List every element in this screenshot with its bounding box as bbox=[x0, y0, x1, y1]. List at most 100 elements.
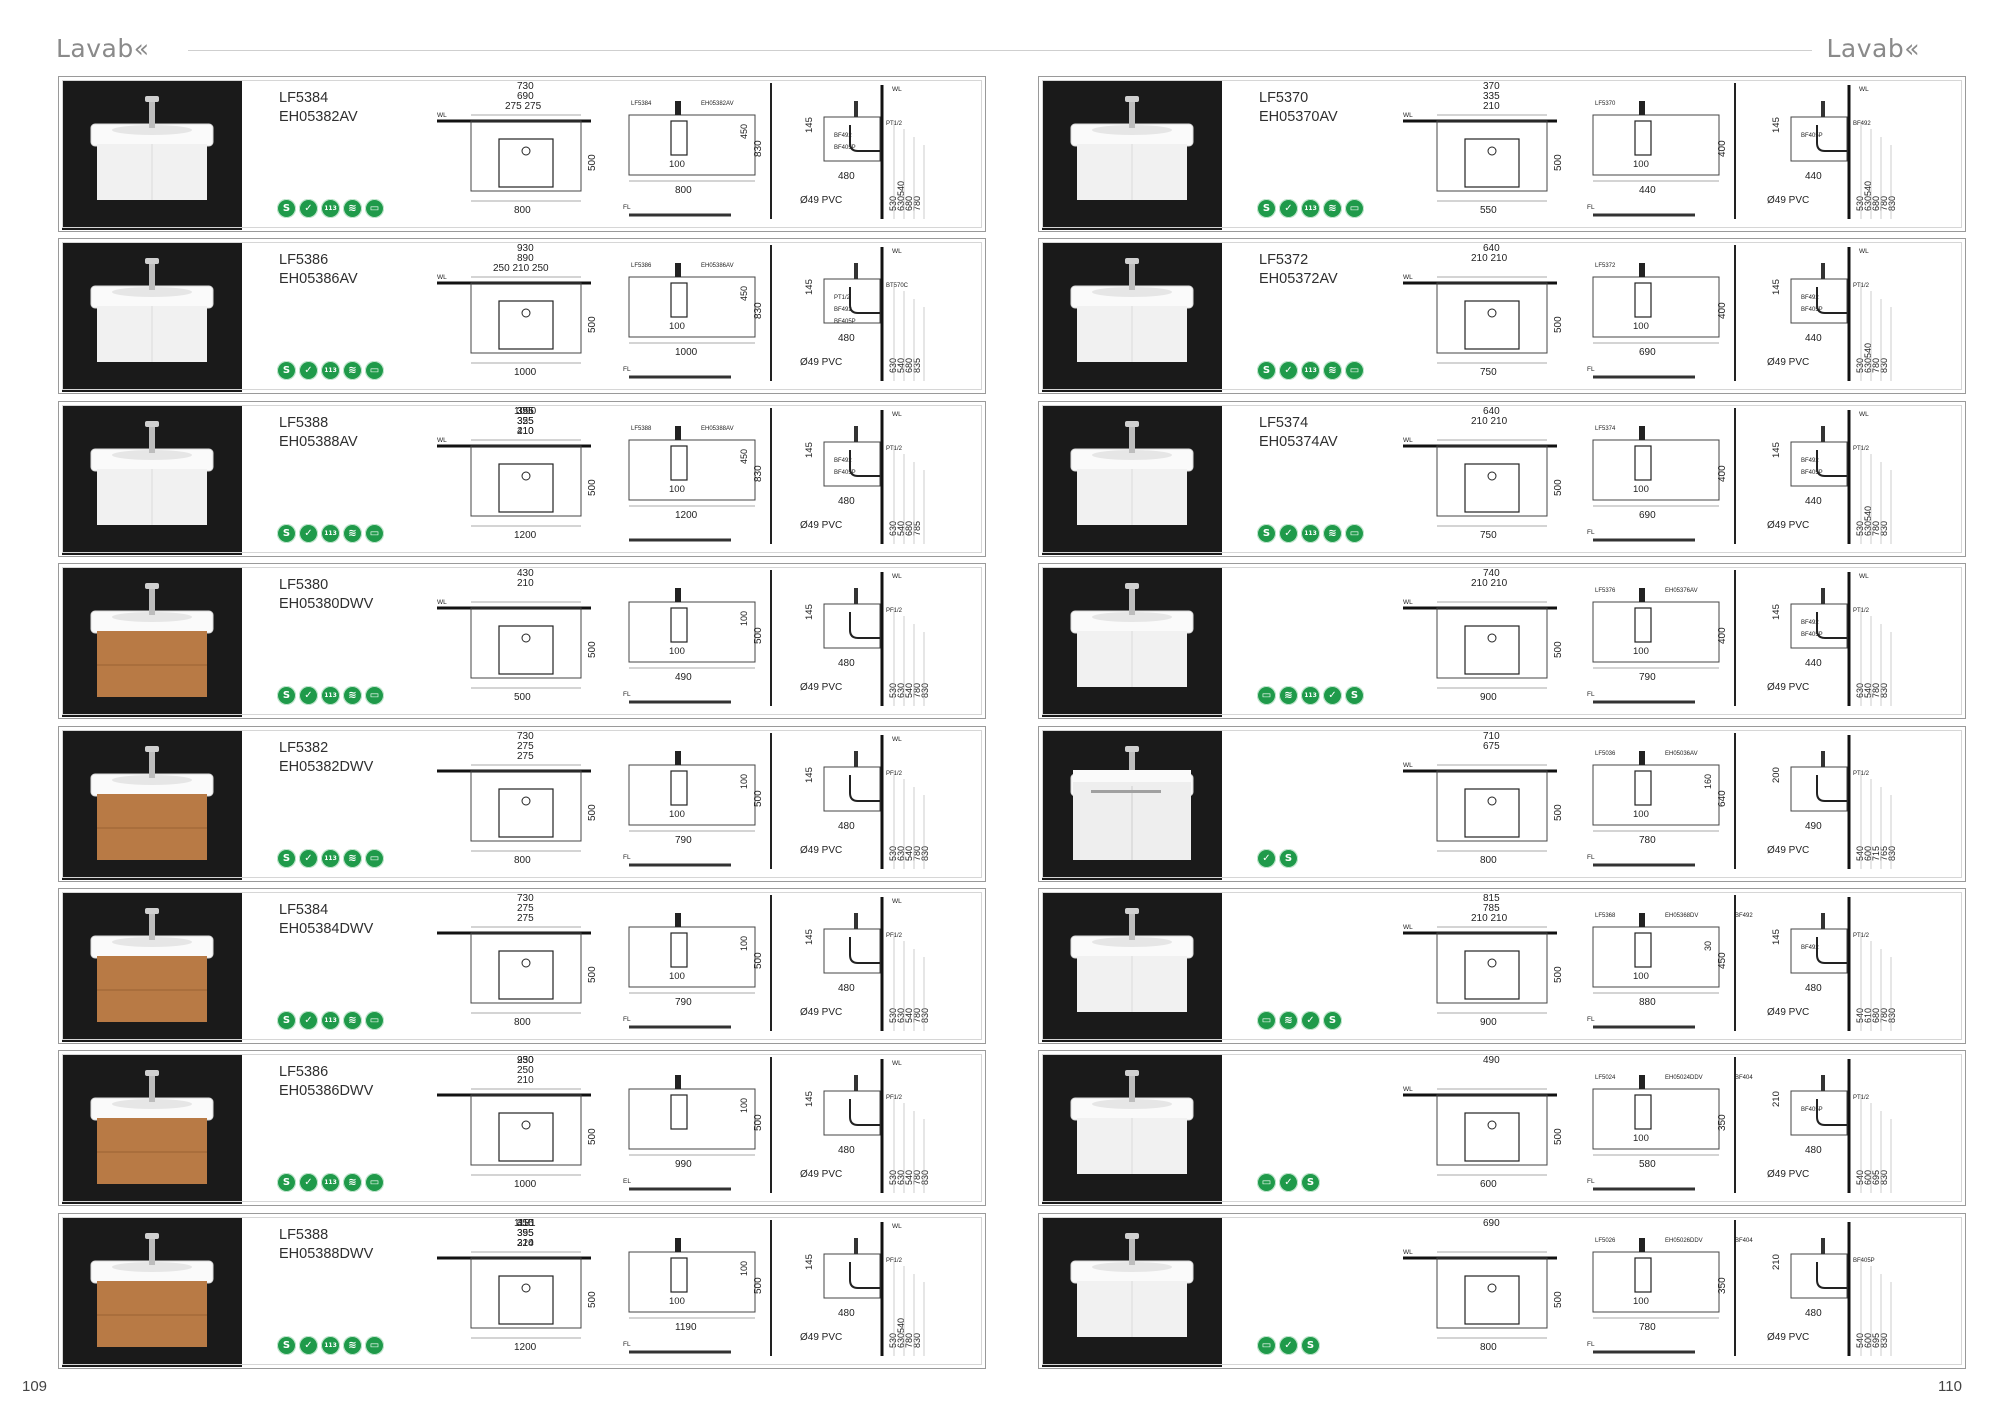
side-part-label: BF492 bbox=[1853, 121, 1871, 127]
siphon bbox=[1634, 932, 1652, 968]
side-part-label: BT570C bbox=[886, 283, 909, 289]
top-dimension: 210 bbox=[517, 1075, 534, 1086]
trap-pipe bbox=[1816, 1099, 1847, 1127]
faucet-handle bbox=[1125, 908, 1139, 914]
feature-badges: S✓113≋▭ bbox=[1257, 361, 1364, 381]
top-depth: 500 bbox=[587, 803, 598, 820]
product-code: EH05370AV bbox=[1259, 109, 1338, 125]
top-dimension: 675 bbox=[1483, 741, 1500, 752]
feature-badge-icon: ≋ bbox=[343, 523, 362, 543]
faucet-symbol bbox=[675, 101, 681, 115]
product-photo bbox=[1042, 729, 1222, 880]
side-top-dim: 145 bbox=[804, 767, 815, 783]
wl-label: WL bbox=[1859, 86, 1869, 93]
feature-badge-icon: S bbox=[1279, 848, 1298, 868]
pipe-spec: Ø49 PVC bbox=[1767, 682, 1809, 693]
feature-badge-icon: ✓ bbox=[1279, 361, 1298, 381]
pipe-spec: Ø49 PVC bbox=[800, 1007, 842, 1018]
faucet-symbol bbox=[1821, 1237, 1825, 1254]
feature-badge-icon: ▭ bbox=[365, 199, 384, 218]
front-part-label: LF5376 bbox=[1595, 588, 1616, 594]
feature-badge-icon: S bbox=[277, 1011, 296, 1030]
top-depth: 500 bbox=[1553, 641, 1564, 658]
faucet bbox=[149, 100, 155, 128]
fl-label: FL bbox=[1587, 691, 1595, 698]
top-dimension: 430 bbox=[517, 568, 534, 579]
side-part-label: PT1/2 bbox=[1853, 283, 1870, 289]
top-outline bbox=[1436, 770, 1548, 842]
side-top-dim: 145 bbox=[804, 442, 815, 458]
top-dimension: 275 bbox=[517, 903, 534, 914]
wl-label: WL bbox=[437, 112, 447, 119]
side-height: 600 bbox=[1863, 1170, 1873, 1185]
side-height: 530 bbox=[888, 1333, 898, 1348]
faucet-symbol bbox=[1639, 101, 1645, 115]
product-code: EH05388AV bbox=[279, 433, 358, 450]
front-part-label: LF5036 bbox=[1595, 751, 1616, 757]
side-depth: 480 bbox=[838, 1308, 855, 1319]
feature-badges: S✓113≋▭ bbox=[277, 1011, 384, 1030]
feature-badge-icon: ≋ bbox=[343, 1335, 362, 1355]
cabinet-outline bbox=[628, 1088, 756, 1150]
cabinet-side bbox=[823, 116, 881, 162]
side-height: 530 bbox=[888, 1170, 898, 1185]
side-height: 780 bbox=[1871, 683, 1881, 698]
front-height: 640 bbox=[1717, 789, 1728, 806]
faucet-symbol bbox=[1639, 750, 1645, 765]
top-dimension: 210 210 bbox=[1471, 578, 1508, 589]
side-height: 530 bbox=[888, 846, 898, 861]
product-code: LF5382 bbox=[279, 739, 329, 756]
top-dimension: 210 210 bbox=[1471, 416, 1508, 427]
side-part-label: PT1/2 bbox=[1853, 446, 1870, 452]
wl-label: WL bbox=[1859, 248, 1869, 255]
side-top-dim: 145 bbox=[804, 604, 815, 620]
drain-hole bbox=[521, 471, 531, 481]
trap-pipe bbox=[849, 449, 880, 477]
basin-bowl bbox=[112, 937, 192, 947]
wl-label: WL bbox=[1403, 437, 1413, 444]
front-height: 500 bbox=[753, 952, 764, 969]
drain-hole bbox=[1487, 796, 1497, 806]
product-photo bbox=[62, 729, 242, 880]
front-part-label: BF492 bbox=[1735, 913, 1753, 919]
side-height: 780 bbox=[912, 683, 922, 698]
cabinet-outline bbox=[628, 601, 756, 663]
side-top-dim: 145 bbox=[1771, 442, 1782, 458]
faucet-symbol bbox=[854, 588, 858, 605]
front-height: 400 bbox=[1717, 302, 1728, 319]
siphon bbox=[670, 120, 688, 156]
cabinet-side bbox=[1790, 766, 1848, 812]
side-height: 630540 bbox=[1863, 506, 1873, 536]
basin-outline bbox=[1464, 300, 1520, 350]
product-code: EH05380DWV bbox=[279, 596, 374, 613]
feature-badges: ▭✓S bbox=[1257, 1173, 1320, 1193]
top-dimension: 410 bbox=[517, 426, 534, 437]
front-offset: 100 bbox=[739, 774, 749, 789]
drain-hole bbox=[1487, 1283, 1497, 1293]
feature-badge-icon: S bbox=[1257, 361, 1276, 381]
side-height: 540 bbox=[1855, 846, 1865, 861]
front-height: 500 bbox=[753, 627, 764, 644]
top-dimension: 210 bbox=[517, 1238, 534, 1249]
product-photo bbox=[62, 404, 242, 555]
faucet-symbol bbox=[675, 425, 681, 440]
top-depth: 500 bbox=[1553, 154, 1564, 171]
faucet-symbol bbox=[1639, 425, 1645, 440]
feature-badge-icon: S bbox=[277, 848, 296, 868]
wl-label: WL bbox=[892, 736, 902, 743]
siphon bbox=[1634, 607, 1652, 643]
product-code: EH05374AV bbox=[1259, 433, 1338, 450]
top-depth: 500 bbox=[1553, 1128, 1564, 1145]
product-photo bbox=[62, 892, 242, 1042]
top-width: 600 bbox=[1480, 1179, 1497, 1190]
side-part-label: PF1/2 bbox=[886, 608, 903, 614]
